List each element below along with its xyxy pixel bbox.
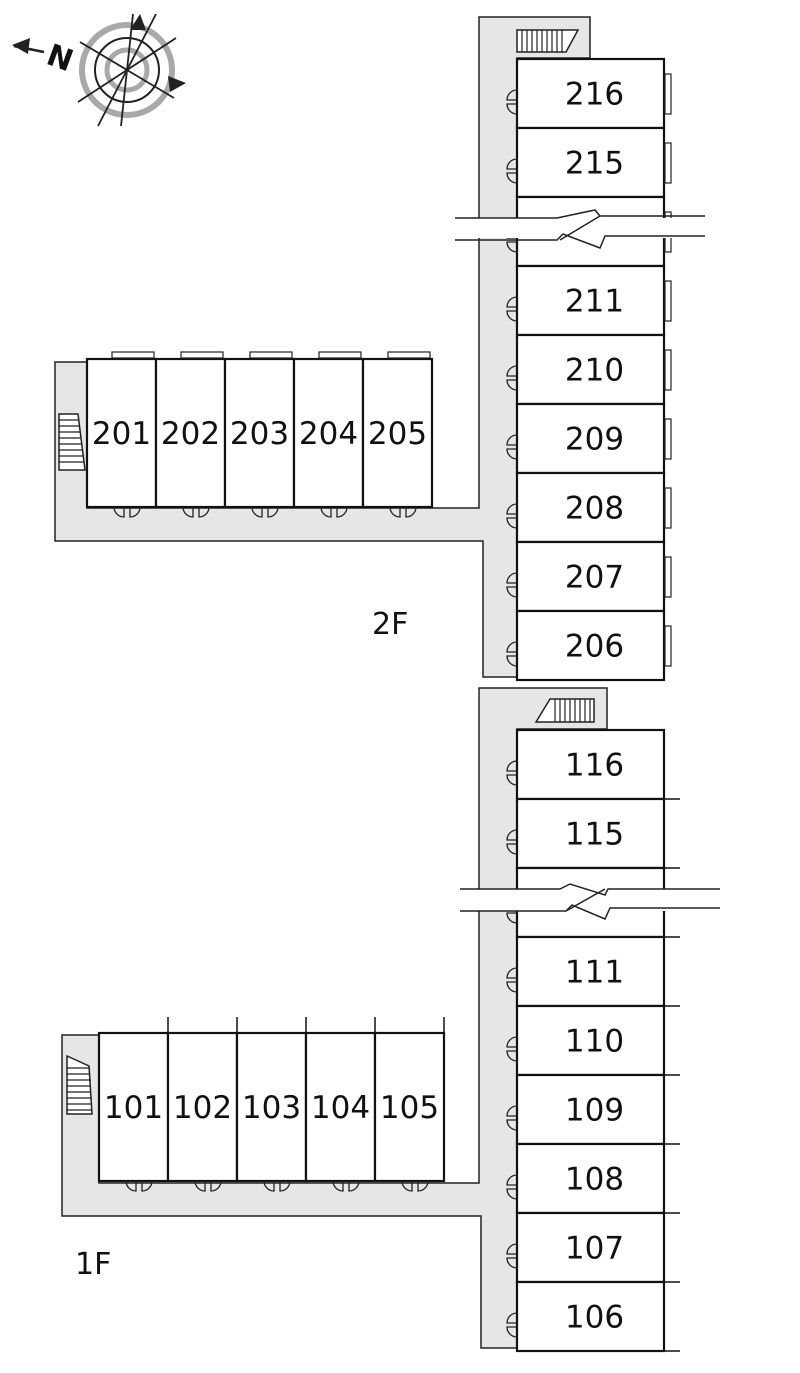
unit-row-1f: 101 102 103 104 105 xyxy=(97,1017,446,1192)
stairs-icon xyxy=(58,413,86,471)
unit-number: 216 xyxy=(565,77,624,113)
unit-number: 210 xyxy=(565,353,624,389)
door-icon xyxy=(506,829,518,855)
door-icon xyxy=(389,506,417,518)
unit-number: 105 xyxy=(380,1090,439,1126)
unit-204: 204 xyxy=(292,351,365,518)
unit-211: 211 xyxy=(506,264,672,337)
door-icon xyxy=(113,506,141,518)
unit-number: 102 xyxy=(173,1090,232,1126)
unit-206: 206 xyxy=(506,609,672,682)
unit-number: 201 xyxy=(92,416,151,452)
door-icon xyxy=(506,1105,518,1131)
door-icon xyxy=(125,1180,153,1192)
door-icon xyxy=(506,434,518,460)
unit-201: 201 xyxy=(85,351,158,518)
unit-207: 207 xyxy=(506,540,672,613)
unit-215: 215 xyxy=(506,126,672,199)
door-icon xyxy=(506,503,518,529)
door-icon xyxy=(506,365,518,391)
unit-number: 115 xyxy=(565,817,624,853)
break-line-icon xyxy=(455,209,705,249)
unit-105: 105 xyxy=(373,1017,446,1192)
floor-label-1f: 1F xyxy=(75,1247,111,1282)
unit-number: 108 xyxy=(565,1162,624,1198)
door-icon xyxy=(506,641,518,667)
unit-110: 110 xyxy=(506,1004,680,1077)
door-icon xyxy=(320,506,348,518)
unit-number: 211 xyxy=(565,284,624,320)
floor-2f: 216 215 211 210 209 208 207 206 201 202 203 204 205… xyxy=(54,16,705,682)
unit-111: 111 xyxy=(506,935,680,1008)
stairs-icon xyxy=(534,698,595,723)
stairs-icon xyxy=(66,1054,93,1115)
unit-103: 103 xyxy=(235,1017,308,1192)
unit-number: 107 xyxy=(565,1231,624,1267)
stairs-icon xyxy=(516,29,580,53)
unit-202: 202 xyxy=(154,351,227,518)
door-icon xyxy=(194,1180,222,1192)
unit-104: 104 xyxy=(304,1017,377,1192)
unit-row-2f: 201 202 203 204 205 xyxy=(85,351,434,518)
door-icon xyxy=(506,760,518,786)
unit-number: 103 xyxy=(242,1090,301,1126)
door-icon xyxy=(506,296,518,322)
door-icon xyxy=(506,967,518,993)
unit-number: 101 xyxy=(104,1090,163,1126)
unit-number: 203 xyxy=(230,416,289,452)
door-icon xyxy=(251,506,279,518)
compass-rose-icon: N xyxy=(12,13,186,127)
unit-109: 109 xyxy=(506,1073,680,1146)
unit-column-2f: 216 215 211 210 209 208 207 206 xyxy=(506,57,672,682)
unit-101: 101 xyxy=(97,1017,170,1192)
door-icon xyxy=(506,1036,518,1062)
unit-number: 110 xyxy=(565,1024,624,1060)
door-icon xyxy=(506,1243,518,1269)
door-icon xyxy=(506,158,518,184)
unit-115: 115 xyxy=(506,797,680,870)
unit-209: 209 xyxy=(506,402,672,475)
break-line-icon xyxy=(460,883,720,920)
unit-210: 210 xyxy=(506,333,672,406)
door-icon xyxy=(263,1180,291,1192)
door-icon xyxy=(182,506,210,518)
compass-north-label: N xyxy=(42,38,78,79)
unit-number: 209 xyxy=(565,422,624,458)
unit-number: 204 xyxy=(299,416,358,452)
unit-number: 104 xyxy=(311,1090,370,1126)
unit-216: 216 xyxy=(506,57,672,130)
unit-number: 116 xyxy=(565,748,624,784)
unit-number: 208 xyxy=(565,491,624,527)
unit-number: 106 xyxy=(565,1300,624,1336)
unit-number: 109 xyxy=(565,1093,624,1129)
unit-203: 203 xyxy=(223,351,296,518)
door-icon xyxy=(506,89,518,115)
unit-108: 108 xyxy=(506,1142,680,1215)
unit-number: 111 xyxy=(565,955,624,991)
unit-106: 106 xyxy=(506,1280,680,1353)
unit-116: 116 xyxy=(506,728,680,801)
unit-208: 208 xyxy=(506,471,672,544)
door-icon xyxy=(506,1174,518,1200)
unit-102: 102 xyxy=(166,1017,239,1192)
unit-number: 202 xyxy=(161,416,220,452)
floor-1f: 116 115 111 110 109 108 107 106 101 102 103 104 105… xyxy=(61,687,720,1353)
unit-number: 215 xyxy=(565,146,624,182)
door-icon xyxy=(506,572,518,598)
door-icon xyxy=(506,1312,518,1338)
unit-107: 107 xyxy=(506,1211,680,1284)
unit-column-1f: 116 115 111 110 109 108 107 106 xyxy=(506,728,680,1353)
door-icon xyxy=(332,1180,360,1192)
door-icon xyxy=(401,1180,429,1192)
unit-number: 205 xyxy=(368,416,427,452)
floor-label-2f: 2F xyxy=(372,607,408,642)
unit-205: 205 xyxy=(361,351,434,518)
unit-number: 206 xyxy=(565,629,624,665)
unit-number: 207 xyxy=(565,560,624,596)
